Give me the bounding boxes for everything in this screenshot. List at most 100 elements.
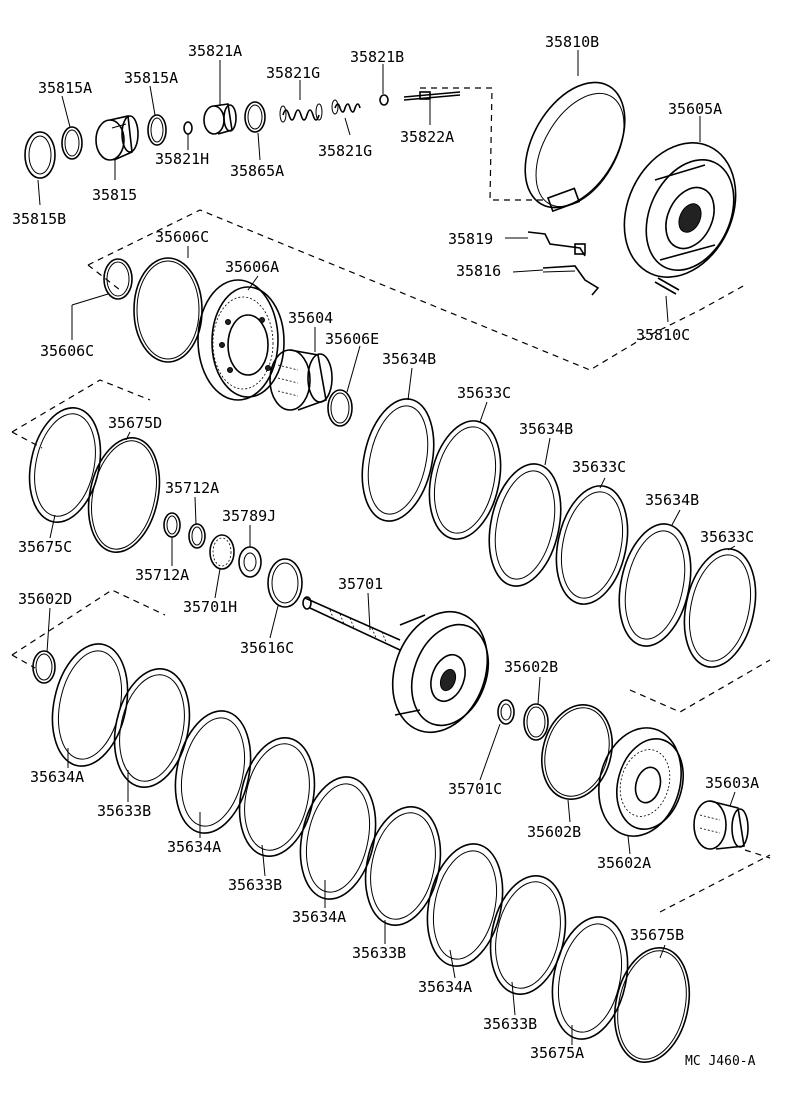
plate-35634B-2: [488, 463, 562, 587]
washer-35701C: [497, 699, 515, 725]
label-35712A-a: 35712A: [165, 479, 219, 497]
label-35701: 35701: [338, 575, 383, 593]
label-35821H: 35821H: [155, 150, 209, 168]
brake-band-35810B: [524, 81, 626, 213]
label-35604: 35604: [288, 309, 333, 327]
ring-35602B-small: [523, 703, 549, 741]
disc-35633B-4: [489, 875, 567, 995]
strut-35819: [527, 231, 586, 257]
disc-35633B-1: [113, 668, 191, 788]
label-35701H: 35701H: [183, 598, 237, 616]
disc-35633C-2: [555, 485, 629, 605]
snap-ring-35602D: [32, 650, 56, 684]
plate-35634A-4: [426, 843, 504, 967]
label-35821G-a: 35821G: [266, 64, 320, 82]
washer-35712A-b: [188, 523, 206, 549]
servo-parts: [24, 91, 461, 179]
servo-piston-35815: [95, 115, 139, 161]
washer-35789J: [238, 546, 262, 578]
label-35603A: 35603A: [705, 774, 759, 792]
ring-35606C-small: [103, 258, 133, 300]
o-ring-35815A: [61, 126, 83, 160]
label-35634B-b: 35634B: [519, 420, 573, 438]
label-35633B-d: 35633B: [483, 1015, 537, 1033]
label-35634B-a: 35634B: [382, 350, 436, 368]
group-outlines: [11, 87, 771, 913]
label-35602B-a: 35602B: [504, 658, 558, 676]
label-35633B-b: 35633B: [228, 876, 282, 894]
hub-35603A: [693, 800, 749, 850]
label-35822A: 35822A: [400, 128, 454, 146]
washer-35712A-a: [163, 512, 181, 538]
strut-35816: [542, 265, 600, 296]
label-35819: 35819: [448, 230, 493, 248]
plate-35634A-1: [51, 643, 129, 767]
label-35633B-c: 35633B: [352, 944, 406, 962]
plate-35634A-3: [299, 776, 377, 900]
label-35675D: 35675D: [108, 414, 162, 432]
brake-plates-upper: [361, 398, 757, 668]
o-ring-35815A-b: [147, 114, 167, 146]
label-35633C-c: 35633C: [700, 528, 754, 546]
label-35821A: 35821A: [188, 42, 242, 60]
label-35712A-b: 35712A: [135, 566, 189, 584]
snap-ring-35616C: [267, 558, 303, 608]
spring-35821G-b: [331, 99, 361, 115]
label-35815B: 35815B: [12, 210, 66, 228]
input-shaft-35701: [302, 596, 490, 734]
diagram-reference: MC J460-A: [685, 1054, 756, 1069]
label-35634A-c: 35634A: [292, 908, 346, 926]
label-35675B: 35675B: [630, 926, 684, 944]
label-35821G-b: 35821G: [318, 142, 372, 160]
label-35633C-a: 35633C: [457, 384, 511, 402]
washer-35821B: [379, 94, 389, 106]
label-35675C: 35675C: [18, 538, 72, 556]
clutch-piston-group: [103, 257, 353, 427]
plate-35675A: [551, 916, 629, 1040]
plates-35675: [28, 407, 161, 553]
label-35606E: 35606E: [325, 330, 379, 348]
label-35606C-a: 35606C: [155, 228, 209, 246]
drum-35605A: [623, 142, 737, 278]
label-35701C: 35701C: [448, 780, 502, 798]
label-35865A: 35865A: [230, 162, 284, 180]
e-ring-35821H: [183, 121, 193, 135]
label-35602A: 35602A: [597, 854, 651, 872]
label-35605A: 35605A: [668, 100, 722, 118]
snap-ring-35815B: [24, 131, 56, 179]
ring-35606C-large: [133, 257, 203, 363]
label-35633C-b: 35633C: [572, 458, 626, 476]
label-35606C-b: 35606C: [40, 342, 94, 360]
ring-35602B-large: [541, 704, 613, 800]
label-35815A-a: 35815A: [38, 79, 92, 97]
spring-retainer-35604: [269, 349, 333, 411]
label-35634A-a: 35634A: [30, 768, 84, 786]
plate-35675C: [28, 407, 102, 523]
snap-ring-35606E: [327, 389, 353, 427]
piston-35821A: [203, 103, 237, 135]
leader-lines: [37, 50, 736, 1045]
label-35815A-b: 35815A: [124, 69, 178, 87]
label-35616C: 35616C: [240, 639, 294, 657]
label-35606A: 35606A: [225, 258, 279, 276]
pin-35810C: [654, 277, 680, 295]
label-35821B: 35821B: [350, 48, 404, 66]
piston-35606A: [197, 279, 285, 401]
part-labels: 35815A 35815A 35815 35815B 35821A 35821H…: [12, 33, 759, 1069]
label-35789J: 35789J: [222, 507, 276, 525]
label-35810C: 35810C: [636, 326, 690, 344]
spring-35821G-a: [279, 103, 323, 123]
label-35634B-c: 35634B: [645, 491, 699, 509]
plate-35675B: [613, 946, 691, 1064]
label-35633B-a: 35633B: [97, 802, 151, 820]
label-35675A: 35675A: [530, 1044, 584, 1062]
disc-35633C-3: [683, 548, 757, 668]
label-35602B-b: 35602B: [527, 823, 581, 841]
plate-35675D: [87, 437, 161, 553]
o-ring-35865A: [244, 101, 266, 133]
bearing-35701H: [209, 534, 235, 570]
label-35816: 35816: [456, 262, 501, 280]
bearings-washers: [163, 512, 303, 608]
brake-plates-lower: [51, 643, 691, 1064]
